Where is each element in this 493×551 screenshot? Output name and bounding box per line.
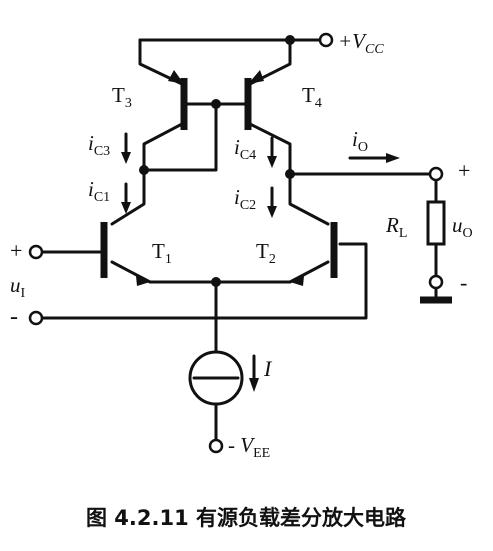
ic4-label: iC4 [234, 135, 256, 163]
vee-label: - VEE [228, 433, 270, 461]
junction-dots [139, 35, 295, 287]
output-plus-sign: + [458, 158, 470, 183]
svg-text:uO: uO [452, 213, 473, 241]
transistor-t2 [290, 222, 338, 286]
input-plus-sign: + [10, 238, 22, 263]
uo-label: uO [452, 213, 473, 241]
ic1-label: iC1 [88, 177, 110, 205]
transistor-t4 [244, 70, 264, 130]
input-plus-terminal [28, 244, 44, 260]
svg-text:T1: T1 [152, 239, 172, 267]
svg-text:+VCC: +VCC [338, 29, 384, 57]
vcc-label: +VCC [338, 29, 384, 57]
current-arrows [121, 132, 400, 392]
input-minus-terminal [28, 310, 44, 326]
caption-number: 图 4.2.11 [86, 506, 189, 530]
input-minus-sign: - [10, 304, 18, 330]
io-label: iO [352, 127, 368, 155]
svg-text:iC1: iC1 [88, 177, 110, 205]
t2-label: T2 [256, 239, 276, 267]
current-source [188, 350, 244, 406]
svg-text:iC2: iC2 [234, 185, 256, 213]
caption-title: 有源负载差分放大电路 [196, 506, 407, 530]
transistor-t3 [168, 70, 188, 130]
svg-text:iO: iO [352, 127, 368, 155]
svg-text:iC4: iC4 [234, 135, 256, 163]
t4-label: T4 [302, 83, 322, 111]
current-source-label: I [263, 356, 273, 381]
output-minus-terminal [428, 274, 444, 290]
transistor-t1 [100, 222, 150, 286]
ic3-label: iC3 [88, 131, 110, 159]
load-resistor [426, 200, 446, 246]
svg-text:uI: uI [10, 273, 26, 301]
svg-text:RL: RL [385, 213, 407, 241]
t3-label: T3 [112, 83, 132, 111]
vcc-terminal [318, 32, 334, 48]
output-plus-terminal [428, 166, 444, 182]
svg-text:T4: T4 [302, 83, 322, 111]
svg-text:T2: T2 [256, 239, 276, 267]
output-minus-sign: - [460, 270, 467, 295]
svg-text:iC3: iC3 [88, 131, 110, 159]
svg-text:T3: T3 [112, 83, 132, 111]
terminals [28, 32, 444, 454]
t1-label: T1 [152, 239, 172, 267]
rl-label: RL [385, 213, 407, 241]
ic2-label: iC2 [234, 185, 256, 213]
vee-terminal [208, 438, 224, 454]
svg-text:- VEE: - VEE [228, 433, 270, 461]
ui-label: uI [10, 273, 26, 301]
figure-caption: 图 4.2.11 有源负载差分放大电路 [86, 506, 407, 530]
